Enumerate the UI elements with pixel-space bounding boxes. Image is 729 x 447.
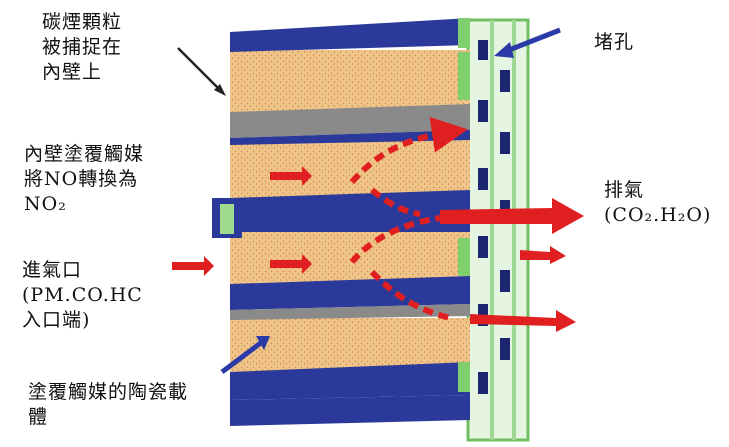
porous-walls — [230, 50, 470, 374]
label-line: 被捕捉在 — [42, 36, 123, 58]
catalyst-inner-wall-label: 內壁塗覆觸媒 將NO轉換為 NO₂ — [24, 142, 144, 217]
label-line: (CO₂.H₂O) — [604, 204, 712, 226]
exhaust-label: 排氣 (CO₂.H₂O) — [604, 178, 711, 228]
gas-flow-arrows — [172, 116, 584, 332]
label-line: 排氣 — [604, 179, 645, 201]
label-line: (PM.CO.HC — [22, 284, 143, 306]
label-line: 堵孔 — [594, 31, 635, 53]
label-line: 塗覆觸媒的陶瓷載 — [28, 381, 189, 403]
flow-arrow — [270, 166, 312, 186]
wall-plates — [212, 18, 470, 426]
label-line: 體 — [28, 406, 49, 428]
inlet-label: 進氣口 (PM.CO.HC 入口端) — [22, 258, 143, 333]
carrier-pointer-arrow — [220, 340, 264, 374]
label-line: 進氣口 — [22, 259, 83, 281]
label-line: 入口端) — [22, 309, 91, 331]
label-line: 內壁上 — [42, 61, 103, 83]
flow-arrow — [349, 116, 468, 184]
exhaust-arrow — [520, 246, 566, 264]
flow-arrow — [270, 254, 312, 274]
label-line: NO₂ — [24, 193, 67, 215]
label-line: 碳煙顆粒 — [42, 11, 123, 33]
label-line: 將NO轉換為 — [24, 168, 139, 190]
soot-trapped-label: 碳煙顆粒 被捕捉在 內壁上 — [42, 10, 122, 85]
plugged-hole-label: 堵孔 — [594, 30, 634, 55]
flow-arrow — [369, 269, 451, 321]
soot-pointer-arrow — [177, 47, 223, 93]
flow-arrow — [349, 215, 441, 264]
inlet-arrow — [172, 256, 214, 276]
flow-arrow — [370, 187, 421, 217]
channel-grid — [466, 18, 530, 442]
catalyst-carrier-label: 塗覆觸媒的陶瓷載 體 — [28, 380, 188, 430]
plugged-pointer-arrow — [503, 27, 561, 55]
label-line: 內壁塗覆觸媒 — [24, 143, 145, 165]
exhaust-arrow — [440, 198, 584, 234]
exhaust-arrow — [470, 310, 576, 332]
pointer-arrows — [177, 27, 561, 374]
